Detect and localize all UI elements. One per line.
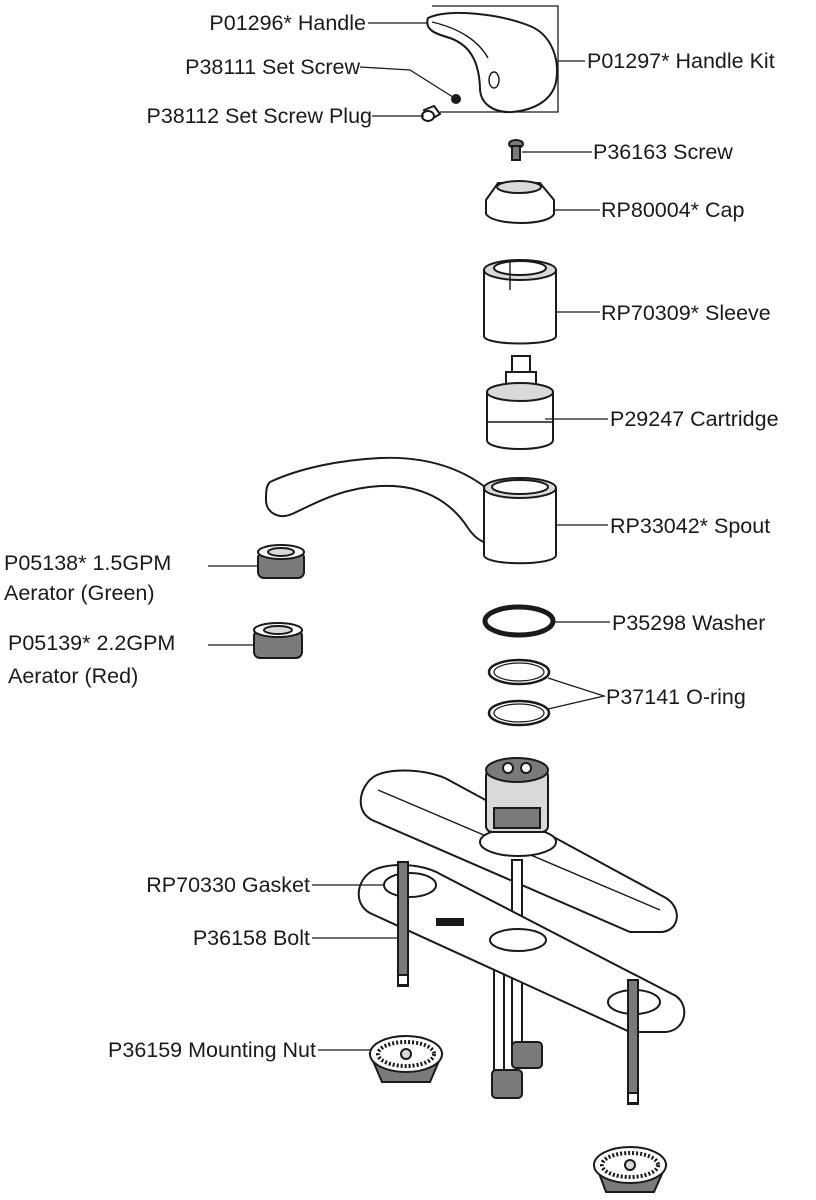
spout-part xyxy=(264,456,557,565)
oring-part-upper xyxy=(487,658,551,686)
label-set-screw: P38111 Set Screw xyxy=(185,55,360,79)
label-washer: P35298 Washer xyxy=(612,611,765,635)
label-cap: RP80004* Cap xyxy=(601,198,744,222)
label-set-screw-plug: P38112 Set Screw Plug xyxy=(147,104,373,128)
label-oring: P37141 O-ring xyxy=(606,685,746,709)
faucet-base-part xyxy=(359,757,678,1099)
label-cartridge: P29247 Cartridge xyxy=(610,407,779,431)
label-aerator-red-line1: P05139* 2.2GPM xyxy=(8,631,175,655)
label-aerator-green-line1: P05138* 1.5GPM xyxy=(4,551,171,575)
oring-part-lower xyxy=(487,699,551,727)
leader-lines xyxy=(208,5,610,1051)
aerator-red-part xyxy=(253,622,303,659)
cartridge-part xyxy=(486,355,554,450)
label-spout: RP33042* Spout xyxy=(610,514,770,538)
label-handle-kit: P01297* Handle Kit xyxy=(587,49,775,73)
label-mounting-nut: P36159 Mounting Nut xyxy=(108,1038,316,1062)
label-screw: P36163 Screw xyxy=(593,140,733,164)
washer-part xyxy=(482,604,556,638)
bolt-part-right xyxy=(627,979,639,1105)
label-handle: P01296* Handle xyxy=(209,11,366,35)
label-gasket: RP70330 Gasket xyxy=(146,873,310,897)
screw-part xyxy=(508,139,524,161)
mounting-nut-part-right xyxy=(593,1146,668,1193)
bolt-part-left xyxy=(397,861,409,987)
aerator-green-part xyxy=(257,544,305,579)
label-aerator-red-line2: Aerator (Red) xyxy=(8,664,138,688)
label-bolt: P36158 Bolt xyxy=(193,926,310,950)
mounting-nut-part-left xyxy=(368,1035,444,1083)
label-sleeve: RP70309* Sleeve xyxy=(601,301,771,325)
handle-part xyxy=(426,11,558,114)
cap-part xyxy=(485,180,555,224)
set-screw-plug-part xyxy=(421,104,442,122)
label-aerator-green-line2: Aerator (Green) xyxy=(4,581,155,605)
sleeve-part xyxy=(483,259,557,345)
